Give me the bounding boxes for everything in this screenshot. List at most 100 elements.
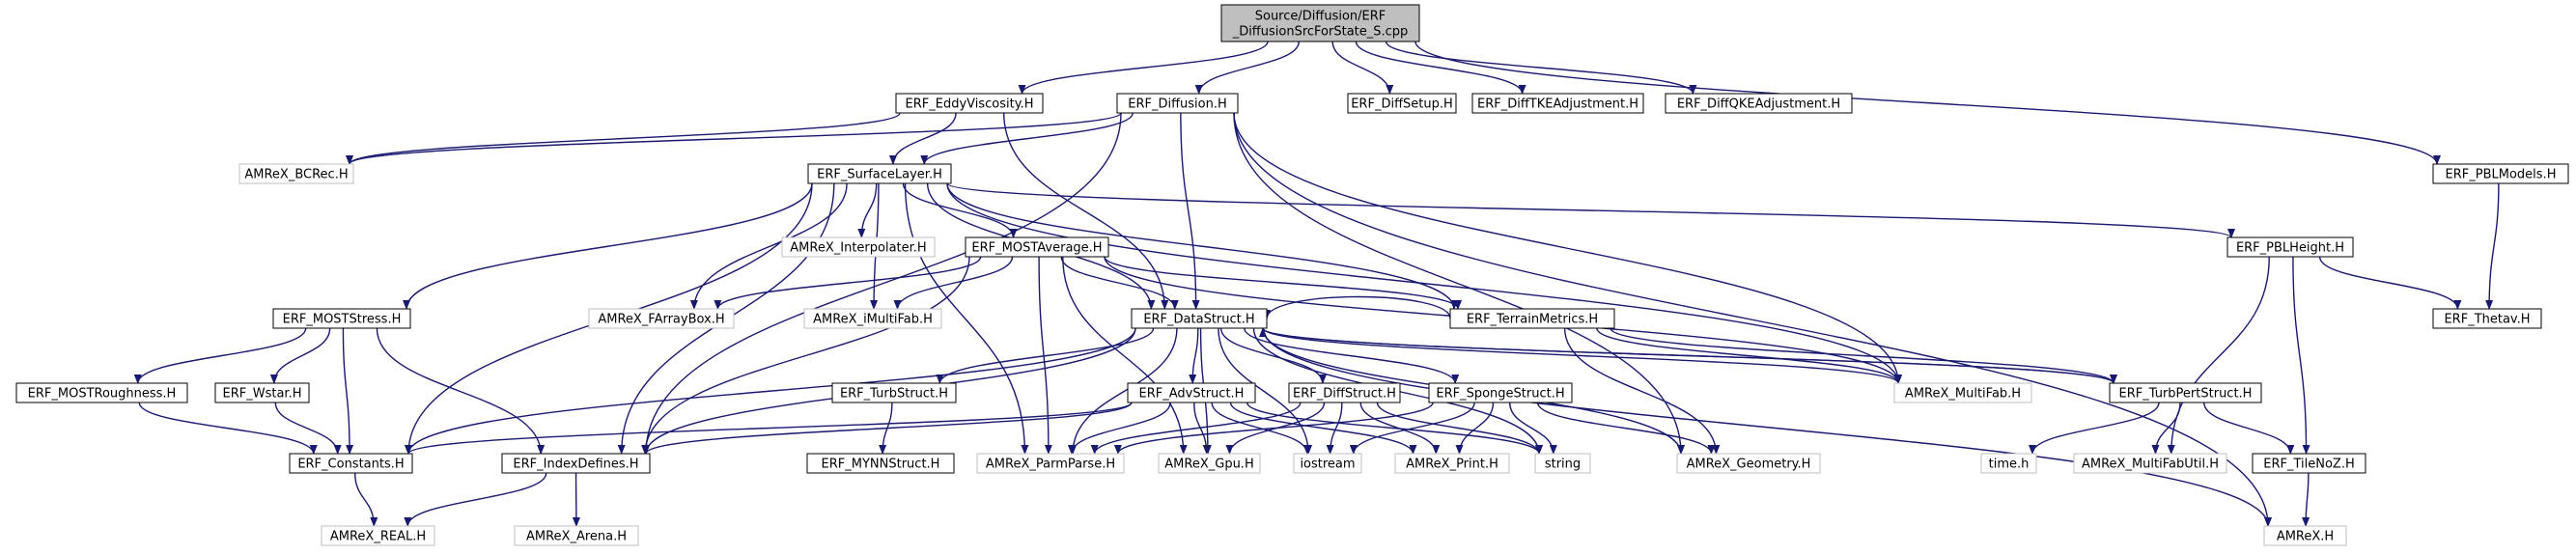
edge-mostrough-to-constants xyxy=(138,402,318,455)
edge-surface-to-pblheight xyxy=(946,182,2235,238)
edge-pblheight-to-tilenoz xyxy=(2292,256,2310,455)
edge-datastruct-to-turbstruct xyxy=(936,327,1155,384)
node-label: ERF_DiffStruct.H xyxy=(1293,387,1396,402)
node-label: ERF_Constants.H xyxy=(297,458,404,472)
node-box xyxy=(781,236,936,258)
node-box xyxy=(2073,453,2227,474)
node-geometry[interactable]: AMReX_Geometry.H xyxy=(1676,453,1821,474)
node-label: time.h xyxy=(1989,458,2030,472)
node-arena[interactable]: AMReX_Arena.H xyxy=(514,525,639,546)
node-turbstruct[interactable]: ERF_TurbStruct.H xyxy=(831,382,957,403)
edge-advstruct-to-parmparse xyxy=(1067,402,1171,455)
node-box xyxy=(1131,308,1268,329)
node-label: iostream xyxy=(1300,458,1355,472)
node-pblmodels[interactable]: ERF_PBLModels.H xyxy=(2432,163,2569,184)
node-mynn[interactable]: ERF_MYNNStruct.H xyxy=(806,453,955,474)
node-root[interactable]: Source/Diffusion/ERF_DiffusionSrcForStat… xyxy=(1220,4,1420,42)
node-indexdefs[interactable]: ERF_IndexDefines.H xyxy=(501,453,651,474)
node-box xyxy=(895,93,1044,114)
node-diffqke[interactable]: ERF_DiffQKEAdjustment.H xyxy=(1665,93,1853,114)
node-diffstruct[interactable]: ERF_DiffStruct.H xyxy=(1288,382,1401,403)
node-moststress[interactable]: ERF_MOSTStress.H xyxy=(272,308,411,329)
node-datastruct[interactable]: ERF_DataStruct.H xyxy=(1131,308,1268,329)
node-label: ERF_MOSTStress.H xyxy=(283,313,402,327)
edge-pblmodels-to-thetav xyxy=(2485,182,2500,310)
node-label: ERF_PBLModels.H xyxy=(2446,168,2557,182)
edge-surface-to-interp xyxy=(857,182,878,238)
edge-terrain-to-datastruct xyxy=(1263,295,1451,319)
node-box xyxy=(1471,93,1644,114)
node-timeh[interactable]: time.h xyxy=(1980,453,2037,474)
node-label: ERF_MOSTRoughness.H xyxy=(28,387,177,402)
node-box xyxy=(1158,453,1261,474)
node-box xyxy=(2432,163,2569,184)
node-print[interactable]: AMReX_Print.H xyxy=(1394,453,1510,474)
node-advstruct[interactable]: ERF_AdvStruct.H xyxy=(1127,382,1256,403)
node-label: AMReX_MultiFabUtil.H xyxy=(2082,458,2219,472)
edge-diffusion-to-multifab xyxy=(1233,112,1902,384)
node-label: AMReX_Arena.H xyxy=(526,530,627,544)
node-imultifab[interactable]: AMReX_iMultiFab.H xyxy=(803,308,942,329)
node-farraybox[interactable]: AMReX_FArrayBox.H xyxy=(588,308,735,329)
node-surface[interactable]: ERF_SurfaceLayer.H xyxy=(807,163,952,184)
node-turbpert[interactable]: ERF_TurbPertStruct.H xyxy=(2109,382,2262,403)
node-diffsetup[interactable]: ERF_DiffSetup.H xyxy=(1347,93,1457,114)
node-label: ERF_EddyViscosity.H xyxy=(906,97,1034,112)
node-amrex[interactable]: AMReX.H xyxy=(2263,525,2347,546)
edge-datastruct-to-constants xyxy=(405,327,1136,455)
node-label: ERF_TurbStruct.H xyxy=(840,387,948,402)
node-sponge[interactable]: ERF_SpongeStruct.H xyxy=(1428,382,1573,403)
node-mostavg[interactable]: ERF_MOSTAverage.H xyxy=(965,236,1109,258)
node-parmparse[interactable]: AMReX_ParmParse.H xyxy=(976,453,1125,474)
edge-pblheight-to-multifabutil xyxy=(2167,256,2270,455)
node-box xyxy=(272,308,411,329)
edge-root-to-eddy xyxy=(1018,41,1269,95)
edge-datastruct-to-advstruct xyxy=(1189,327,1199,384)
node-pblheight[interactable]: ERF_PBLHeight.H xyxy=(2226,236,2354,258)
edge-surface-to-farraybox xyxy=(689,182,848,310)
node-gpu[interactable]: AMReX_Gpu.H xyxy=(1158,453,1261,474)
edge-terrain-to-turbpert xyxy=(1610,327,2117,384)
node-box xyxy=(806,453,955,474)
edge-advstruct-to-constants xyxy=(405,402,1133,455)
node-label: AMReX_ParmParse.H xyxy=(986,458,1115,472)
node-label: ERF_TileNoZ.H xyxy=(2263,458,2354,472)
edge-moststress-to-wstar xyxy=(269,327,331,384)
node-multifabutil[interactable]: AMReX_MultiFabUtil.H xyxy=(2073,453,2227,474)
node-label: AMReX_Print.H xyxy=(1406,458,1498,472)
node-label: AMReX_iMultiFab.H xyxy=(813,313,933,327)
node-box xyxy=(1893,382,2032,403)
node-box xyxy=(807,163,952,184)
node-label: ERF_TurbPertStruct.H xyxy=(2119,387,2253,402)
node-label: ERF_Thetav.H xyxy=(2444,313,2530,327)
node-string[interactable]: string xyxy=(1534,453,1591,474)
node-box xyxy=(1428,382,1573,403)
node-multifab[interactable]: AMReX_MultiFab.H xyxy=(1893,382,2032,403)
node-iostream[interactable]: iostream xyxy=(1293,453,1362,474)
node-wstar[interactable]: ERF_Wstar.H xyxy=(214,382,310,403)
node-constants[interactable]: ERF_Constants.H xyxy=(289,453,413,474)
edge-advstruct-to-string xyxy=(1246,402,1543,455)
node-eddy[interactable]: ERF_EddyViscosity.H xyxy=(895,93,1044,114)
node-bcrec[interactable]: AMReX_BCRec.H xyxy=(238,163,354,184)
edge-diffusion-to-bcrec xyxy=(346,112,1122,165)
node-thetav[interactable]: ERF_Thetav.H xyxy=(2432,308,2542,329)
node-real[interactable]: AMReX_REAL.H xyxy=(321,525,435,546)
edge-advstruct-to-print xyxy=(1229,402,1417,455)
node-diffusion[interactable]: ERF_Diffusion.H xyxy=(1116,93,1239,114)
node-difftke[interactable]: ERF_DiffTKEAdjustment.H xyxy=(1471,93,1644,114)
node-terrain[interactable]: ERF_TerrainMetrics.H xyxy=(1449,308,1615,329)
node-box xyxy=(2226,236,2354,258)
edge-pblheight-to-thetav xyxy=(2318,256,2462,310)
node-label: ERF_SurfaceLayer.H xyxy=(817,168,942,182)
node-box xyxy=(976,453,1125,474)
node-box xyxy=(501,453,651,474)
node-interp[interactable]: AMReX_Interpolater.H xyxy=(781,236,936,258)
node-box xyxy=(2252,453,2366,474)
edge-diffusion-to-amrex xyxy=(1233,112,2272,527)
edge-indexdefs-to-real xyxy=(404,472,547,527)
node-label: ERF_DiffQKEAdjustment.H xyxy=(1677,97,1840,112)
node-mostrough[interactable]: ERF_MOSTRoughness.H xyxy=(15,382,188,403)
node-tilenoz[interactable]: ERF_TileNoZ.H xyxy=(2252,453,2366,474)
